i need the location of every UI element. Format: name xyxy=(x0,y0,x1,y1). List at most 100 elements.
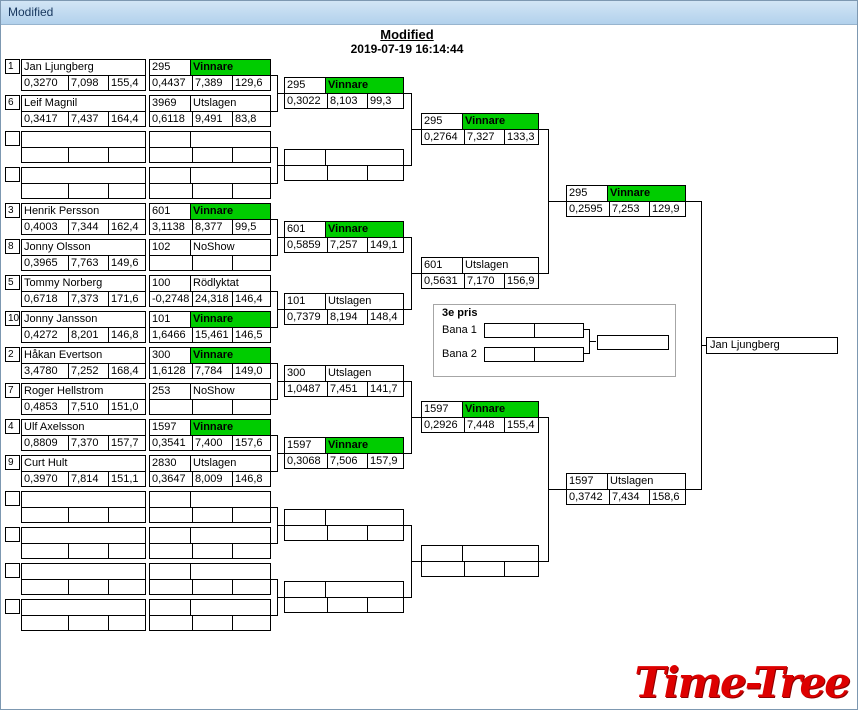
stat-value xyxy=(150,580,192,594)
stat-value: 0,4003 xyxy=(24,221,58,233)
start-number xyxy=(285,582,325,597)
match-status: Vinnare xyxy=(462,402,538,417)
competitor-box[interactable] xyxy=(21,491,146,523)
start-number: 1597 xyxy=(152,421,177,433)
lane1-box[interactable] xyxy=(484,323,584,338)
stat-value xyxy=(367,526,403,540)
semifinal-result-box[interactable] xyxy=(421,545,539,577)
stat-value: 129,6 xyxy=(232,76,270,90)
stat-value: 7,448 xyxy=(464,418,504,432)
match-status: Vinnare xyxy=(190,348,270,363)
stat-value: 146,8 xyxy=(108,328,145,342)
round1-result-box[interactable] xyxy=(149,131,271,163)
stat-value: 83,8 xyxy=(232,112,270,126)
seed-box: 2 xyxy=(5,347,20,362)
stat-value: 0,3022 xyxy=(287,95,321,107)
stat-value: 7,434 xyxy=(609,490,649,504)
stat-value xyxy=(504,562,538,576)
match-status: Vinnare xyxy=(190,60,270,75)
titlebar[interactable]: Modified xyxy=(1,1,857,25)
match-status xyxy=(462,546,538,561)
stat-value: 155,4 xyxy=(108,76,145,90)
stat-value xyxy=(150,544,192,558)
seed-box: 3 xyxy=(5,203,20,218)
stat-value: 8,103 xyxy=(327,94,367,108)
start-number: 253 xyxy=(152,385,171,397)
stat-value xyxy=(68,544,108,558)
match-status xyxy=(325,150,403,165)
round1-result-box[interactable] xyxy=(149,599,271,631)
round2-result-box[interactable] xyxy=(284,581,404,613)
start-number xyxy=(150,492,190,507)
round2-result-box[interactable] xyxy=(284,509,404,541)
seed-box: 4 xyxy=(5,419,20,434)
competitor-name: Curt Hult xyxy=(24,457,68,469)
stat-value: 146,5 xyxy=(232,328,270,342)
stat-value: 1,0487 xyxy=(287,383,321,395)
start-number xyxy=(422,546,462,561)
competitor-box[interactable] xyxy=(21,599,146,631)
window-title: Modified xyxy=(8,5,54,19)
stat-value: 24,318 xyxy=(192,292,232,306)
third-prize-result-box[interactable] xyxy=(597,335,669,350)
competitor-box[interactable] xyxy=(21,563,146,595)
stat-value: 7,327 xyxy=(464,130,504,144)
stat-value: 99,3 xyxy=(367,94,403,108)
round1-result-box[interactable] xyxy=(149,527,271,559)
round1-result-box[interactable] xyxy=(149,491,271,523)
stat-value xyxy=(327,598,367,612)
round1-result-box[interactable] xyxy=(149,167,271,199)
competitor-box[interactable] xyxy=(21,167,146,199)
match-status: Utslagen xyxy=(190,456,270,471)
start-number: 601 xyxy=(424,259,443,271)
round1-result-box[interactable] xyxy=(149,563,271,595)
competitor-box[interactable] xyxy=(21,527,146,559)
stats-row xyxy=(150,399,270,414)
round2-result-box[interactable] xyxy=(284,149,404,181)
lane2-box[interactable] xyxy=(484,347,584,362)
competitor-box[interactable] xyxy=(21,131,146,163)
champion-box[interactable]: Jan Ljungberg xyxy=(706,337,838,354)
stat-value: 7,373 xyxy=(68,292,108,306)
stats-row xyxy=(22,147,145,162)
stat-value xyxy=(285,166,327,180)
stat-value: 149,1 xyxy=(367,238,403,252)
name-row xyxy=(22,600,145,615)
